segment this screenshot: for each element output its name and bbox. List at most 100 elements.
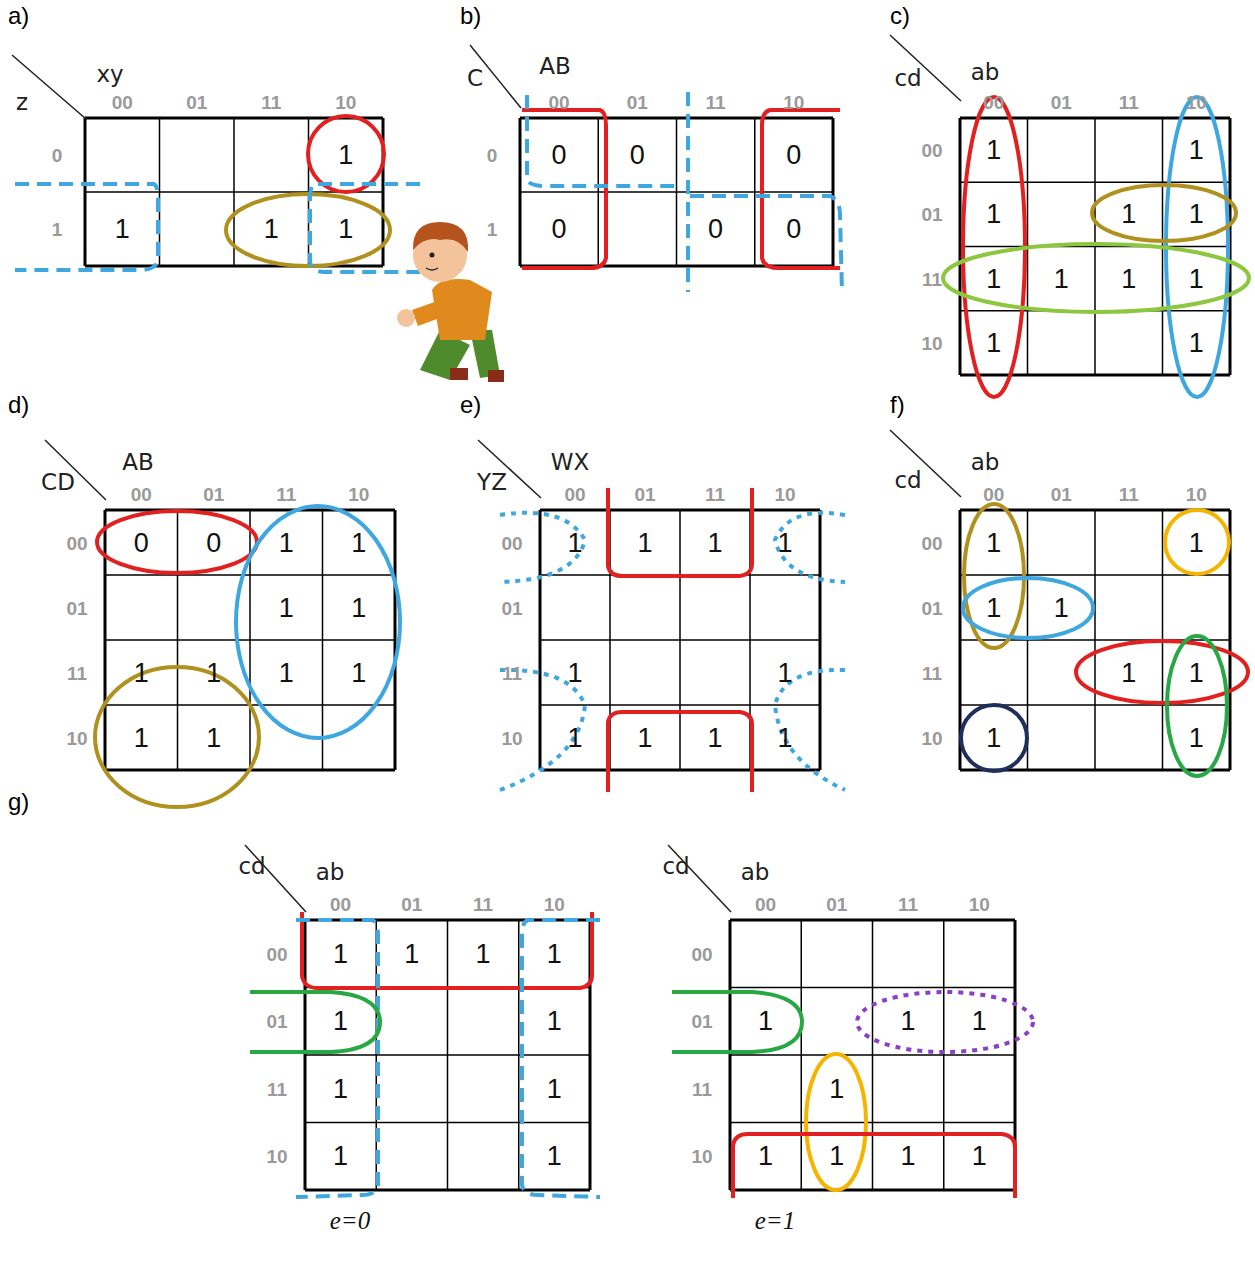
cell-value: 1 — [1189, 724, 1204, 751]
cell-value: 1 — [1189, 659, 1204, 686]
column-variables: ab — [316, 861, 345, 884]
cell-value: 1 — [1189, 529, 1204, 556]
column-header: 11 — [898, 895, 918, 914]
cell-value: 1 — [351, 529, 366, 556]
cell-value: 1 — [1189, 265, 1204, 292]
cell-value: 1 — [264, 216, 279, 243]
column-header: 00 — [112, 93, 133, 112]
cell-value: 1 — [134, 724, 149, 751]
cell-value: 1 — [972, 1008, 987, 1035]
cell-value: 1 — [547, 1143, 562, 1170]
row-header: 10 — [921, 333, 942, 352]
column-header: 10 — [969, 895, 990, 914]
corner-diagonals — [12, 35, 961, 912]
row-header: 11 — [692, 1079, 712, 1098]
praying-boy-illustration — [397, 222, 504, 382]
column-header: 11 — [1119, 93, 1139, 112]
row-header: 10 — [501, 728, 522, 747]
cell-value: 1 — [333, 940, 348, 967]
column-header: 01 — [826, 895, 847, 914]
grid-line — [540, 509, 820, 512]
grid-line — [960, 117, 1230, 120]
cell-value: 1 — [637, 529, 652, 556]
cell-value: 1 — [1054, 265, 1069, 292]
row-variables: cd — [894, 67, 921, 90]
cell-value: 1 — [829, 1143, 844, 1170]
row-header: 01 — [921, 205, 942, 224]
panel-letter: d) — [8, 393, 29, 417]
column-header: 00 — [755, 895, 776, 914]
cell-value: 1 — [338, 142, 353, 169]
row-header: 01 — [266, 1012, 287, 1031]
row-variables: C — [467, 67, 483, 90]
column-header: 01 — [186, 93, 207, 112]
grid-line — [960, 182, 1230, 184]
row-variables: cd — [662, 855, 689, 878]
cell-value: 1 — [404, 940, 419, 967]
row-header: 10 — [921, 728, 942, 747]
column-header: 11 — [276, 485, 296, 504]
row-header: 00 — [921, 141, 942, 160]
cell-value: 1 — [567, 724, 582, 751]
groups-g2 — [672, 992, 1033, 1198]
column-header: 10 — [1186, 93, 1207, 112]
column-header: 00 — [549, 93, 570, 112]
grid-line — [540, 769, 820, 772]
row-header: 01 — [691, 1012, 712, 1031]
column-header: 00 — [131, 485, 152, 504]
row-variables: YZ — [477, 471, 507, 494]
cell-value: 1 — [777, 724, 792, 751]
row-header: 10 — [691, 1147, 712, 1166]
row-header: 00 — [266, 944, 287, 963]
row-header: 00 — [66, 533, 87, 552]
cell-value: 1 — [986, 137, 1001, 164]
cell-value: 1 — [547, 940, 562, 967]
row-header: 0 — [52, 146, 63, 165]
column-header: 01 — [634, 485, 655, 504]
groups-a — [15, 116, 420, 272]
cell-value: 1 — [115, 216, 130, 243]
row-header: 00 — [921, 533, 942, 552]
row-header: 10 — [266, 1147, 287, 1166]
map-caption: e=0 — [330, 1208, 370, 1233]
grid-line — [730, 987, 1015, 989]
cell-value: 1 — [777, 529, 792, 556]
column-header: 01 — [1051, 93, 1072, 112]
row-header: 10 — [66, 728, 87, 747]
groups-f — [961, 504, 1248, 776]
grid-line — [540, 639, 820, 641]
cell-value: 1 — [637, 724, 652, 751]
row-header: 11 — [67, 663, 87, 682]
row-header: 0 — [487, 146, 498, 165]
cell-value: 1 — [476, 940, 491, 967]
cell-value: 1 — [1189, 137, 1204, 164]
grid-line — [520, 117, 833, 120]
row-header: 11 — [922, 663, 942, 682]
cell-value: 1 — [279, 594, 294, 621]
column-header: 00 — [564, 485, 585, 504]
grid-line — [305, 1122, 590, 1124]
column-header: 11 — [706, 93, 726, 112]
row-variables: CD — [41, 471, 75, 494]
row-header: 00 — [691, 944, 712, 963]
column-header: 01 — [627, 93, 648, 112]
cell-value: 1 — [567, 659, 582, 686]
row-header: 1 — [487, 220, 498, 239]
panel-letter: g) — [8, 790, 29, 814]
cell-value: 1 — [1121, 201, 1136, 228]
column-header: 11 — [1119, 485, 1139, 504]
column-variables: WX — [551, 451, 590, 474]
cell-value: 1 — [333, 1143, 348, 1170]
cell-value: 1 — [986, 594, 1001, 621]
row-variables: cd — [238, 855, 265, 878]
column-header: 10 — [544, 895, 565, 914]
cell-value: 1 — [333, 1008, 348, 1035]
cell-value: 0 — [708, 216, 723, 243]
cell-value: 1 — [1121, 659, 1136, 686]
cell-value: 0 — [786, 216, 801, 243]
row-header: 1 — [52, 220, 63, 239]
column-variables: ab — [971, 61, 1000, 84]
cell-value: 1 — [279, 529, 294, 556]
cell-value: 1 — [758, 1008, 773, 1035]
